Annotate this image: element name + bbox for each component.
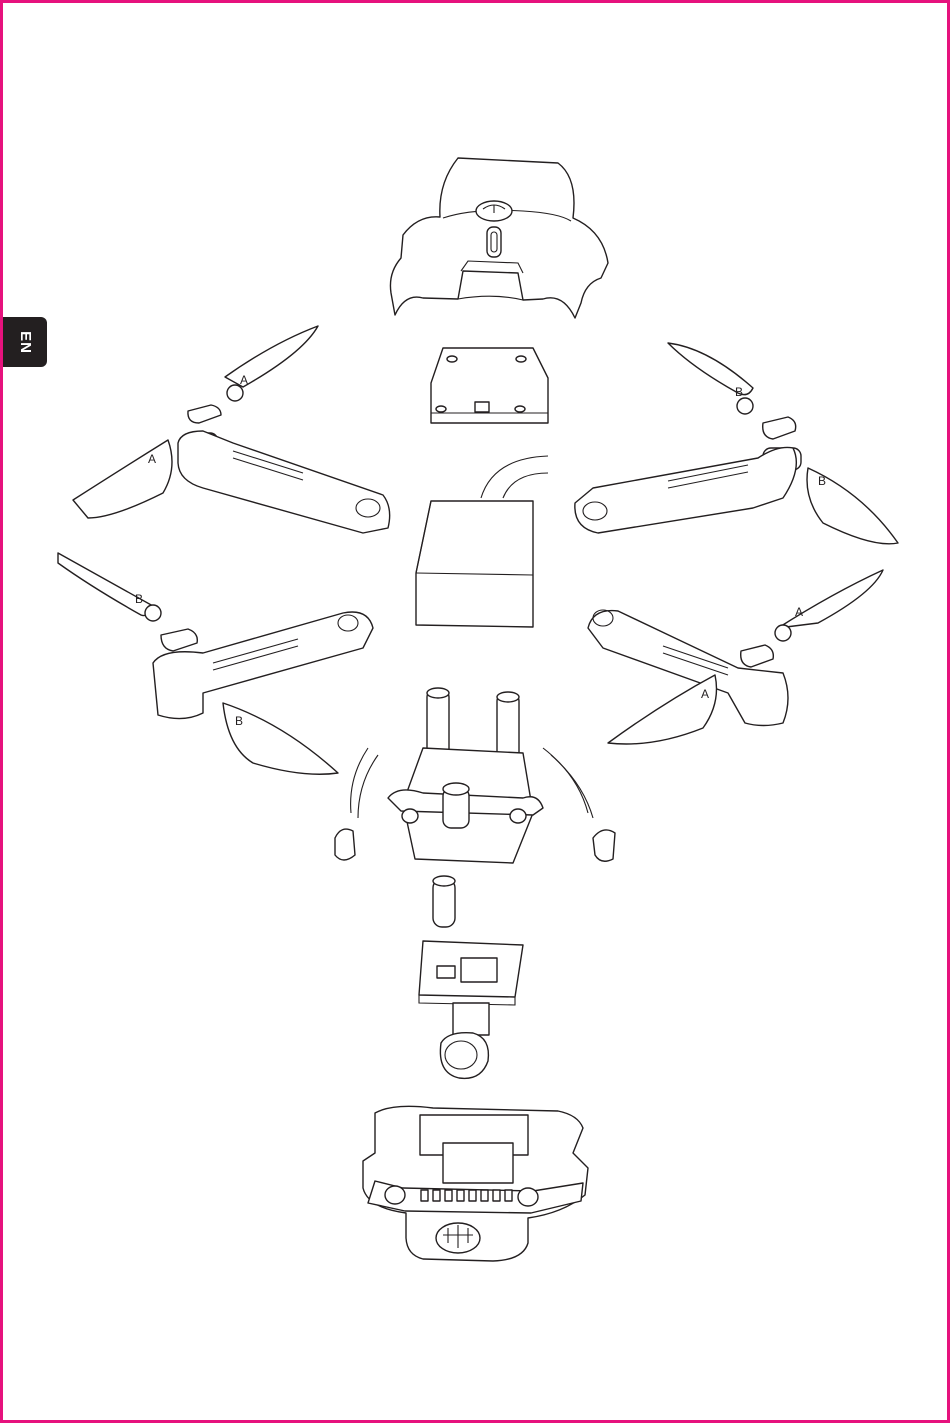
svg-text:B: B [818, 474, 826, 488]
arm-top-right: B B [575, 343, 898, 544]
svg-text:A: A [701, 687, 709, 701]
arm-bottom-right: A A [588, 570, 883, 744]
top-shell [390, 158, 608, 318]
battery-pack [416, 456, 548, 627]
center-frame [335, 688, 615, 863]
svg-text:A: A [240, 373, 248, 387]
svg-text:B: B [735, 385, 743, 399]
arm-bottom-left: B B [58, 553, 373, 774]
svg-text:A: A [795, 605, 803, 619]
mounting-plate [431, 348, 548, 423]
exploded-drone-diagram: A A B B B [3, 3, 947, 1420]
svg-text:A: A [148, 452, 156, 466]
arm-top-left: A A [73, 326, 390, 533]
svg-text:B: B [135, 592, 143, 606]
svg-text:B: B [235, 714, 243, 728]
camera-board [419, 876, 523, 1078]
bottom-shell [363, 1106, 588, 1261]
